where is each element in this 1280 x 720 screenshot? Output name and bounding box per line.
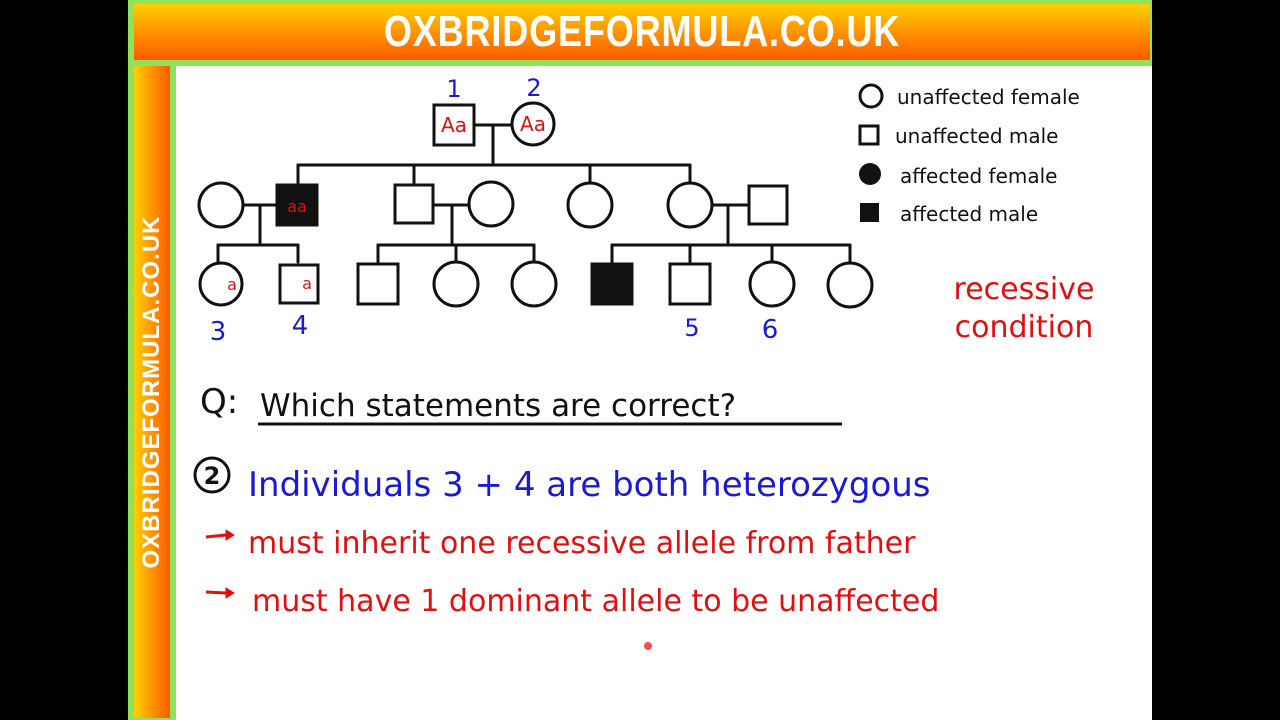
genotype-1: Aa	[441, 113, 467, 137]
individual-1-male	[432, 103, 476, 147]
legend-label-affected-male: affected male	[900, 202, 1038, 226]
label-individual-1: 1	[446, 75, 461, 103]
gen3-affected-male	[590, 262, 634, 306]
gen3-female-3	[826, 261, 874, 309]
gen2-male	[393, 183, 435, 225]
individual-5-male	[668, 262, 712, 306]
genotype-affected-male: aa	[287, 197, 307, 216]
filled-circle-icon	[859, 163, 881, 185]
individual-6-female	[748, 260, 796, 308]
legend: unaffected female unaffected male affect…	[858, 83, 1080, 226]
legend-label-unaffected-male: unaffected male	[895, 124, 1059, 148]
genotype-3: a	[227, 275, 237, 294]
whiteboard	[176, 66, 1152, 720]
open-square-icon	[858, 124, 880, 146]
statement-text: Individuals 3 + 4 are both heterozygous	[248, 465, 931, 505]
annotation-line-2: condition	[955, 310, 1094, 345]
label-individual-5: 5	[684, 314, 699, 342]
individual-4-male	[278, 263, 320, 305]
statement-number-badge	[193, 456, 231, 494]
gen3-female-2	[510, 260, 558, 308]
question-text: Which statements are correct?	[260, 388, 736, 424]
label-individual-6: 6	[762, 315, 779, 345]
gen3-male	[356, 262, 400, 306]
laser-pointer-dot	[644, 642, 652, 650]
open-circle-icon	[858, 83, 884, 109]
filled-square-icon	[860, 203, 879, 222]
reason-2: must have 1 dominant allele to be unaffe…	[252, 584, 939, 619]
legend-label-unaffected-female: unaffected female	[897, 85, 1080, 109]
statement-number: 2	[204, 462, 221, 490]
individual-3-female	[198, 261, 244, 307]
gen2-affected-male	[275, 183, 319, 227]
individual-2-female	[510, 101, 556, 147]
legend-label-affected-female: affected female	[900, 164, 1057, 188]
side-banner: OXBRIDGEFORMULA.CO.UK	[134, 66, 170, 718]
reason-1: must inherit one recessive allele from f…	[248, 526, 916, 561]
question-prefix: Q:	[200, 382, 238, 422]
header-banner: OXBRIDGEFORMULA.CO.UK	[134, 4, 1150, 60]
gen2-female	[566, 181, 614, 229]
pedigree-lines	[216, 123, 852, 264]
label-individual-4: 4	[292, 311, 309, 341]
genotype-2: Aa	[520, 112, 546, 136]
gen2-female-spouse	[197, 181, 245, 229]
label-individual-2: 2	[526, 74, 541, 102]
header-title: OXBRIDGEFORMULA.CO.UK	[383, 7, 901, 56]
gen2-male-spouse	[747, 184, 789, 226]
genotype-4: a	[302, 274, 312, 293]
label-individual-3: 3	[210, 317, 227, 347]
gen3-female	[432, 260, 480, 308]
gen2-female-2	[666, 181, 714, 229]
annotation-line-1: recessive	[954, 272, 1095, 307]
gen2-female-spouse-2	[467, 180, 515, 228]
reason-arrows	[205, 529, 235, 599]
